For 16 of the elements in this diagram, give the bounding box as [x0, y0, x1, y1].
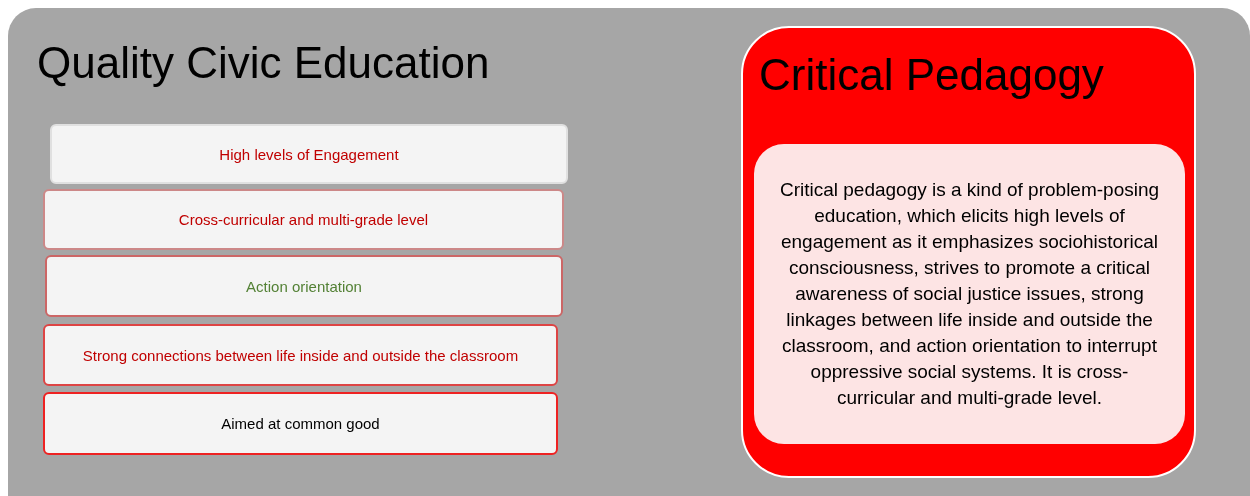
feature-box — [50, 124, 568, 184]
feature-label: Strong connections between life inside and outside the classroom — [82, 346, 519, 364]
feature-label: Aimed at common good — [221, 415, 380, 432]
panel-heading: Critical Pedagogy — [759, 50, 1104, 100]
feature-box — [45, 255, 563, 317]
panel-heading: Quality Civic Education — [37, 38, 490, 88]
feature-label: Cross-curricular and multi-grade level — [178, 211, 429, 228]
description-text: Critical pedagogy is a kind of problem-posing education, which elicits high levels of engagement as it emphasizes sociohistorical consciousness, strives to promote a critical awareness of social justice issues, strong linkages between life inside and outside the classroom, and action orientation to interrupt oppressive social systems. It is cross-curricular and multi-grade level. — [778, 178, 1161, 410]
feature-label: Action orientation — [246, 277, 362, 295]
highlight-panel — [741, 26, 1196, 478]
feature-box — [43, 324, 558, 386]
feature-box — [43, 392, 558, 455]
description-box — [754, 144, 1185, 444]
feature-label: High levels of Engagement — [219, 145, 399, 163]
group-panel — [8, 8, 1250, 496]
feature-box — [43, 189, 564, 250]
